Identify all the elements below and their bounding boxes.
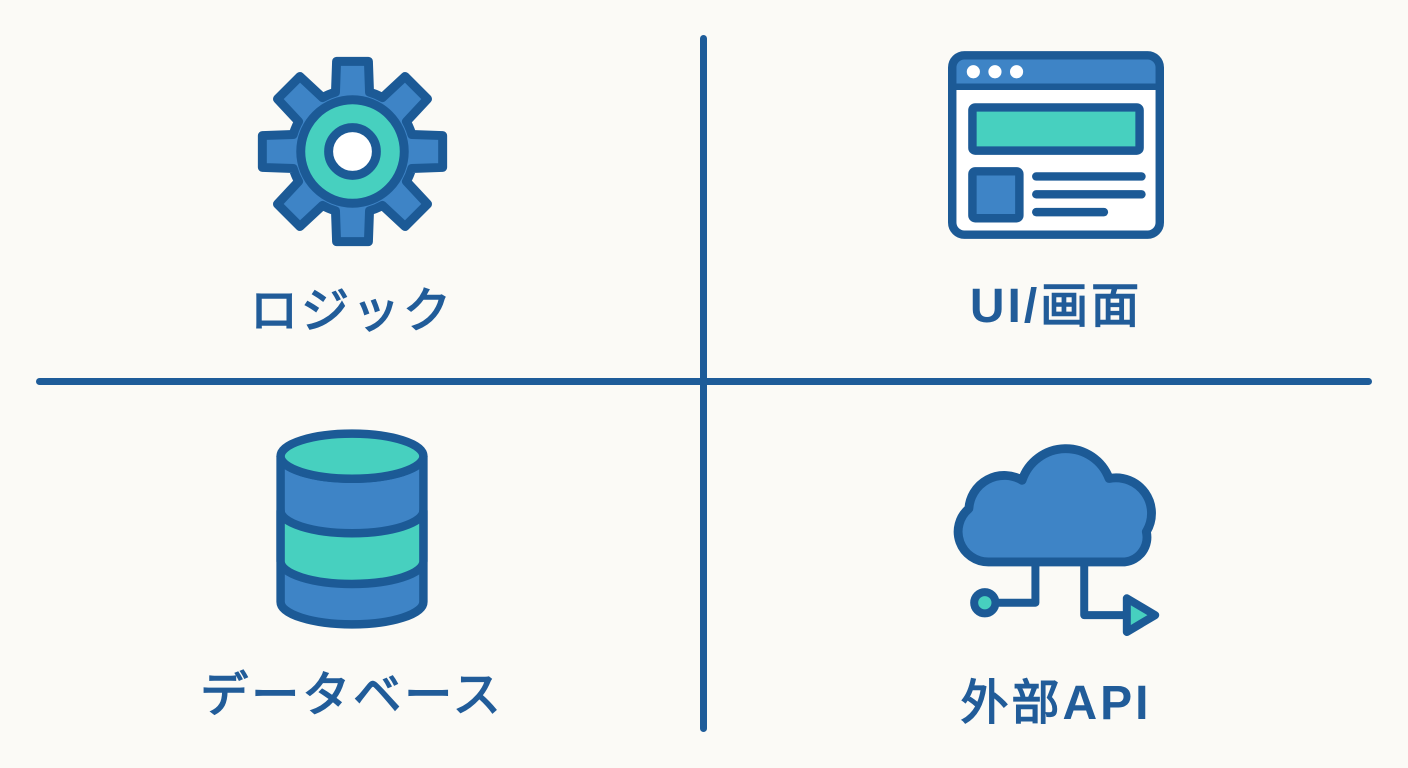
quadrant-logic: ロジック	[0, 0, 704, 381]
quadrant-label-ui-screen: UI/画面	[969, 280, 1143, 333]
cloud-api-icon	[944, 427, 1168, 645]
quadrant-database: データベース	[0, 381, 704, 768]
database-icon	[272, 428, 432, 635]
quadrant-label-database: データベース	[200, 669, 504, 722]
horizontal-divider	[36, 378, 1372, 385]
gear-icon	[250, 49, 455, 259]
quadrant-label-logic: ロジック	[249, 284, 454, 338]
quadrant-ui-screen: UI/画面	[704, 0, 1408, 381]
browser-window-icon	[948, 51, 1164, 244]
quadrant-label-external-api: 外部API	[960, 676, 1152, 730]
quadrant-external-api: 外部API	[704, 381, 1408, 768]
